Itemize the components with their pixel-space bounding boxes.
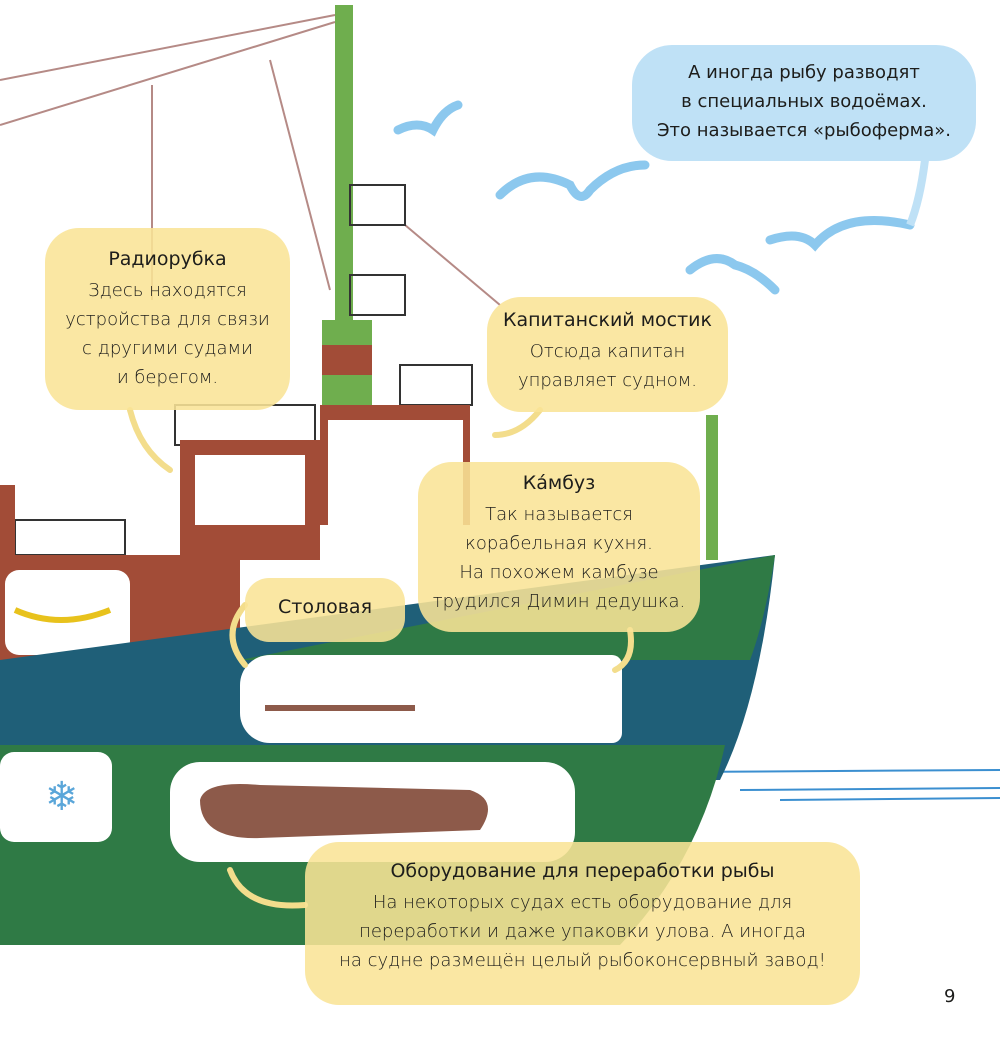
sea-waves	[674, 769, 1000, 801]
galley-window	[432, 655, 622, 743]
callout-line: и берегом.	[116, 367, 219, 388]
callout-dining-room: Столовая	[245, 578, 405, 642]
conveyor-belt	[200, 784, 488, 839]
callout-title: Оборудование для переработки рыбы	[390, 860, 775, 882]
radio-room-window	[195, 455, 305, 525]
callout-line: переработки и даже упаковки улова. А ино…	[359, 921, 806, 942]
callout-line: На некоторых судах есть оборудование для	[372, 892, 793, 913]
callout-bridge: Капитанский мостик Отсюда капитан управл…	[487, 297, 728, 412]
callout-line: с другими судами	[82, 338, 253, 359]
callout-line: устройства для связи	[65, 309, 270, 330]
callout-line: управляет судном.	[517, 370, 698, 391]
page-number: 9	[944, 986, 956, 1007]
callout-processing: Оборудование для переработки рыбы На нек…	[305, 842, 860, 1005]
callout-line: Так называется	[485, 504, 633, 525]
callout-line: Отсюда капитан	[529, 341, 686, 362]
callout-title: Радиорубка	[108, 248, 227, 270]
speech-line: Это называется «рыбоферма».	[656, 120, 951, 141]
fore-mast	[706, 415, 718, 560]
callout-line: корабельная кухня.	[465, 533, 653, 554]
main-mast	[335, 5, 353, 325]
speech-line: А иногда рыбу разводят	[688, 62, 920, 83]
callout-line: трудился Димин дедушка.	[432, 591, 686, 612]
snowflake-icon: ❄	[45, 774, 79, 820]
callout-arrows	[127, 407, 634, 909]
rigging-lines	[0, 14, 501, 306]
speech-line: в специальных водоёмах.	[681, 91, 927, 112]
callout-title: Ка́мбуз	[522, 472, 596, 494]
callout-line: на судне размещён целый рыбоконсервный з…	[339, 950, 826, 971]
seagull-icons	[393, 100, 915, 295]
callout-title: Капитанский мостик	[503, 309, 712, 331]
callout-line: На похожем камбузе	[459, 562, 659, 583]
speech-tail	[906, 159, 929, 227]
callout-radio-room: Радиорубка Здесь находятся устройства дл…	[45, 228, 290, 410]
dining-table	[265, 705, 415, 711]
callout-galley: Ка́мбуз Так называется корабельная кухня…	[418, 462, 700, 632]
callout-line: Здесь находятся	[88, 280, 247, 301]
freezer-window	[0, 752, 112, 842]
speech-bubble: А иногда рыбу разводят в специальных вод…	[632, 45, 976, 161]
callout-title: Столовая	[278, 596, 372, 618]
